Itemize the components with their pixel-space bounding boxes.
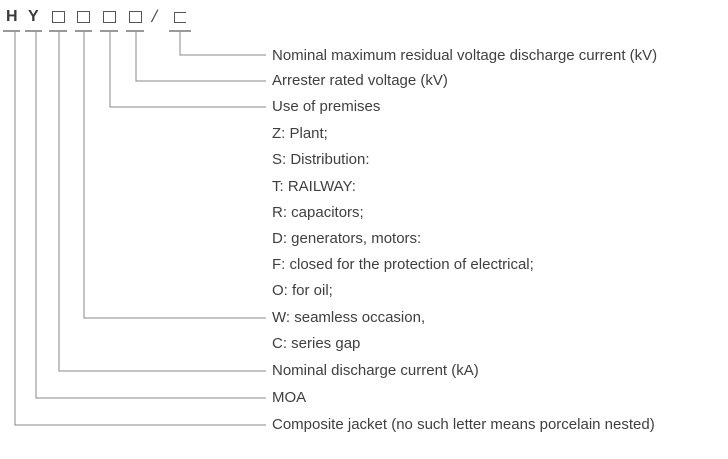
label-composite-jacket: Composite jacket (no such letter means p… — [272, 416, 655, 433]
connector-box-1 — [58, 32, 266, 372]
label-residual-voltage: Nominal maximum residual voltage dischar… — [272, 47, 658, 64]
code-box-2 — [77, 11, 90, 23]
label-option-d: D: generators, motors: — [272, 230, 422, 247]
label-option-f: F: closed for the protection of electric… — [272, 256, 534, 273]
letter-h: H — [6, 8, 18, 25]
label-option-o: O: for oil; — [272, 282, 333, 299]
label-option-z: Z: Plant; — [272, 125, 328, 142]
label-option-t: T: RAILWAY: — [272, 178, 356, 195]
label-option-s: S: Distribution: — [272, 151, 370, 168]
connector-letter-h — [14, 32, 266, 426]
code-box-4 — [129, 11, 142, 23]
letter-y: Y — [28, 8, 39, 25]
open-box — [174, 12, 186, 23]
connector-letter-y — [35, 32, 266, 399]
label-use-of-premises: Use of premises — [272, 98, 381, 115]
code-box-1 — [52, 11, 65, 23]
label-nominal-discharge-current: Nominal discharge current (kA) — [272, 362, 479, 379]
connector-box-3 — [109, 32, 266, 108]
code-box-3 — [103, 11, 116, 23]
label-option-w: W: seamless occasion, — [272, 309, 426, 326]
connector-box-4 — [135, 32, 266, 82]
connector-open-box — [179, 32, 266, 56]
label-option-r: R: capacitors; — [272, 204, 364, 221]
connector-box-2 — [83, 32, 266, 319]
label-arrester-rated-voltage: Arrester rated voltage (kV) — [272, 72, 448, 89]
label-moa: MOA — [272, 389, 307, 406]
label-option-c: C: series gap — [272, 335, 361, 352]
